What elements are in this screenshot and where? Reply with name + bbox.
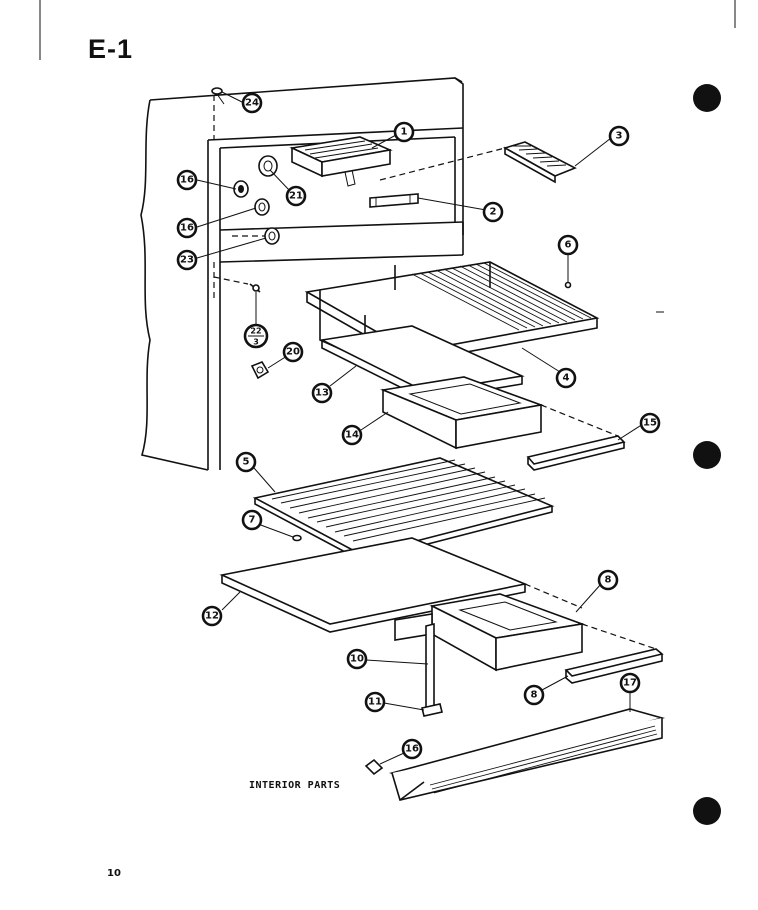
callout-16-upper: 16 bbox=[176, 169, 198, 191]
callout-17: 17 bbox=[619, 672, 641, 694]
part-14-crisper-drawer bbox=[380, 376, 545, 450]
callout-20: 20 bbox=[282, 341, 304, 363]
part-23-light-socket bbox=[264, 227, 280, 245]
callout-7: 7 bbox=[241, 509, 263, 531]
callout-24: 24 bbox=[241, 92, 263, 114]
callout-1: 1 bbox=[393, 121, 415, 143]
svg-text:16: 16 bbox=[405, 744, 419, 755]
part-16-screw bbox=[364, 758, 384, 776]
callout-23: 23 bbox=[176, 249, 198, 271]
svg-text:16: 16 bbox=[180, 223, 194, 234]
svg-text:15: 15 bbox=[643, 418, 657, 429]
svg-text:8: 8 bbox=[605, 575, 612, 586]
svg-text:11: 11 bbox=[368, 697, 382, 708]
callout-21: 21 bbox=[285, 185, 307, 207]
svg-text:5: 5 bbox=[243, 457, 250, 468]
svg-text:3: 3 bbox=[616, 131, 623, 142]
part-21-knob bbox=[258, 155, 278, 177]
binder-hole-top bbox=[693, 84, 721, 112]
callout-22-fraction: 22 3 bbox=[243, 323, 269, 349]
callout-16-lower: 16 bbox=[401, 738, 423, 760]
part-11-bracket-foot bbox=[421, 703, 443, 717]
part-24-cap bbox=[211, 87, 223, 95]
callout-14: 14 bbox=[341, 424, 363, 446]
svg-text:14: 14 bbox=[345, 430, 359, 441]
part-19-socket bbox=[233, 180, 249, 198]
part-3-ice-tray bbox=[502, 141, 577, 184]
part-18-bulb bbox=[254, 198, 270, 216]
callout-3: 3 bbox=[608, 125, 630, 147]
svg-text:16: 16 bbox=[180, 175, 194, 186]
svg-text:17: 17 bbox=[623, 678, 637, 689]
callout-2: 2 bbox=[482, 201, 504, 223]
binder-hole-middle bbox=[693, 441, 721, 469]
part-6-pin bbox=[564, 281, 572, 289]
callout-12: 12 bbox=[201, 605, 223, 627]
svg-text:12: 12 bbox=[205, 611, 219, 622]
callout-16-middle: 16 bbox=[176, 217, 198, 239]
svg-text:21: 21 bbox=[289, 191, 303, 202]
svg-text:13: 13 bbox=[315, 388, 329, 399]
svg-text:10: 10 bbox=[350, 654, 364, 665]
callout-4: 4 bbox=[555, 367, 577, 389]
callout-13: 13 bbox=[311, 382, 333, 404]
svg-text:3: 3 bbox=[253, 338, 259, 347]
part-17-grille bbox=[388, 708, 666, 801]
callout-11: 11 bbox=[364, 691, 386, 713]
callout-6: 6 bbox=[557, 234, 579, 256]
svg-text:6: 6 bbox=[565, 240, 572, 251]
svg-text:7: 7 bbox=[249, 515, 256, 526]
callout-10: 10 bbox=[346, 648, 368, 670]
part-1-control-housing bbox=[289, 136, 393, 187]
svg-text:23: 23 bbox=[180, 255, 194, 266]
page-heading: E-1 bbox=[88, 34, 134, 64]
svg-text:22: 22 bbox=[250, 327, 261, 336]
part-2-control-plate bbox=[369, 193, 419, 208]
cabinet-outline bbox=[140, 77, 464, 471]
svg-text:4: 4 bbox=[563, 373, 570, 384]
callout-5: 5 bbox=[235, 451, 257, 473]
part-8-trim-strip bbox=[564, 648, 664, 684]
part-10-support-bracket bbox=[425, 622, 435, 716]
part-9-meat-keeper bbox=[394, 593, 586, 672]
binder-hole-bottom bbox=[693, 797, 721, 825]
svg-text:20: 20 bbox=[286, 347, 300, 358]
part-15-shelf-trim bbox=[526, 435, 626, 471]
page-number: 10 bbox=[107, 868, 121, 879]
svg-text:24: 24 bbox=[245, 98, 259, 109]
leader-lines bbox=[196, 91, 644, 765]
diagram-caption: INTERIOR PARTS bbox=[249, 780, 341, 791]
part-22-screw bbox=[249, 283, 261, 293]
svg-text:8: 8 bbox=[531, 690, 538, 701]
svg-text:2: 2 bbox=[490, 207, 497, 218]
svg-text:1: 1 bbox=[401, 127, 408, 138]
callouts: 1 2 3 24 21 16 16 23 22 3 20 6 4 13 14 1… bbox=[176, 92, 661, 760]
callout-8-upper: 8 bbox=[597, 569, 619, 591]
part-7-pin bbox=[292, 534, 302, 542]
callout-15: 15 bbox=[639, 412, 661, 434]
part-20-hinge-clip bbox=[250, 361, 270, 380]
callout-8-lower: 8 bbox=[523, 684, 545, 706]
